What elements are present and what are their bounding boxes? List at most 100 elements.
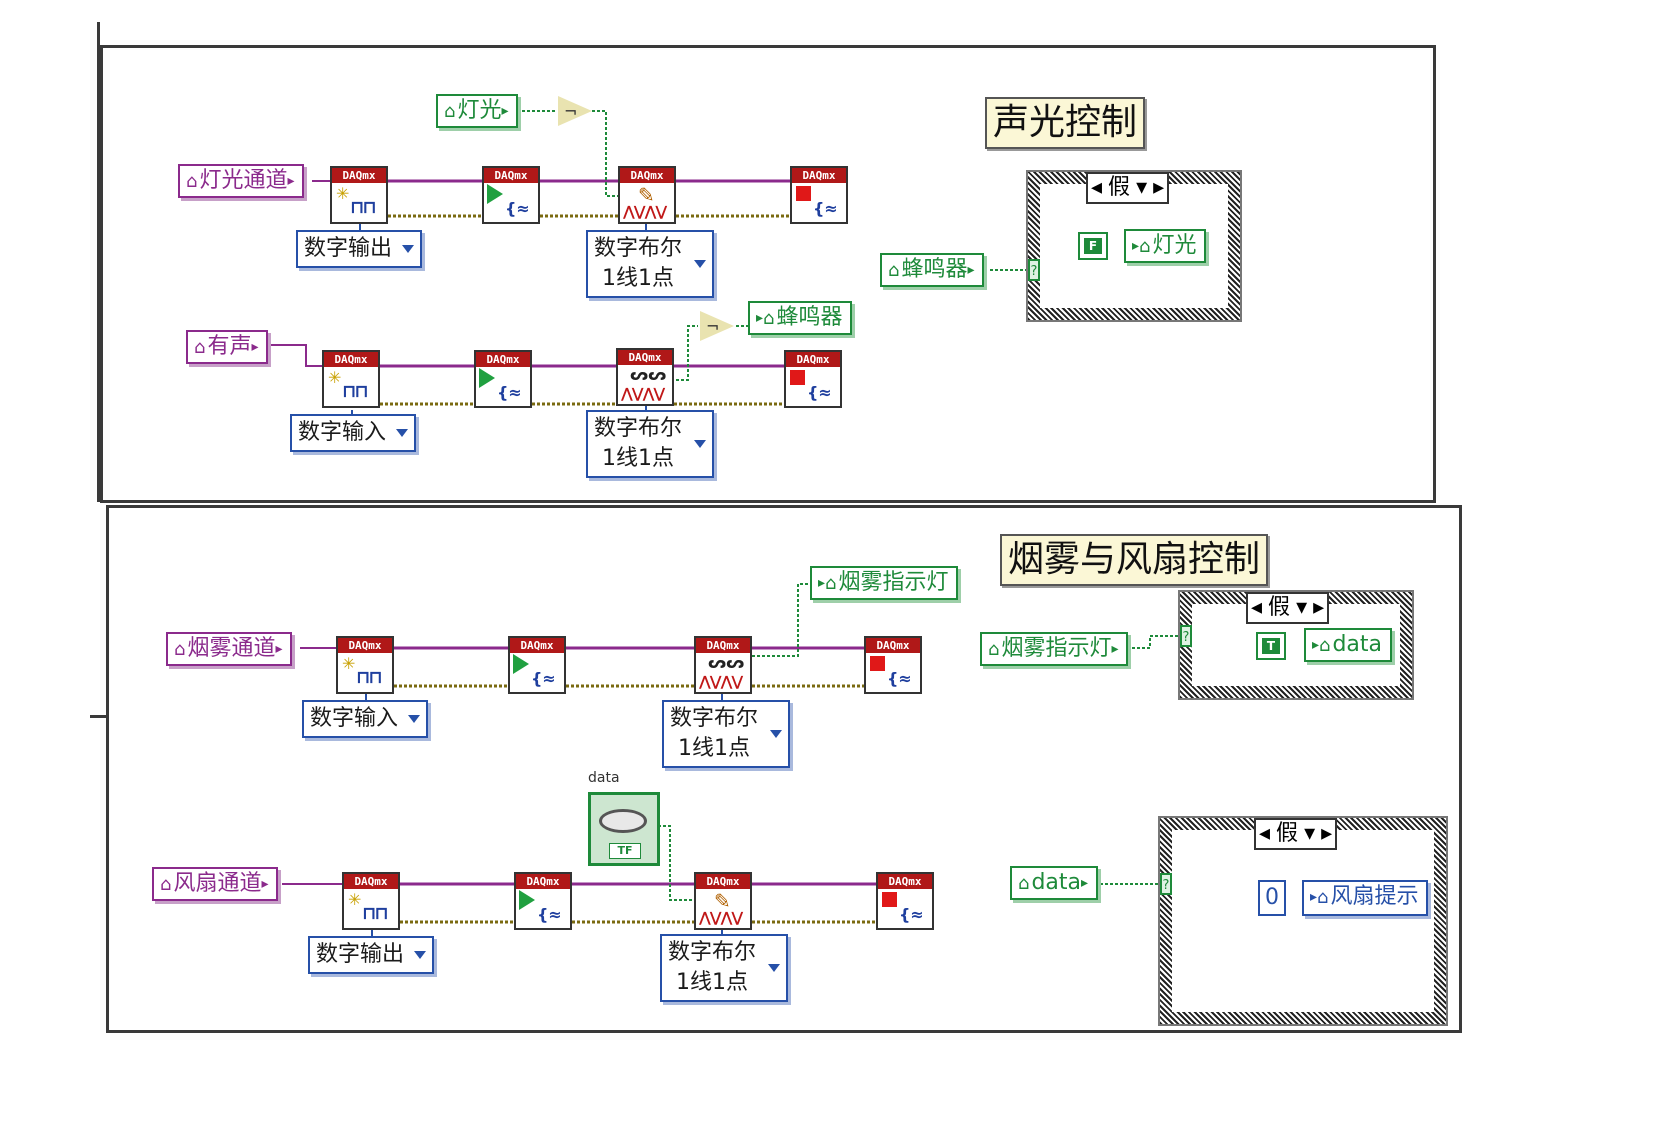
local-variable-fan-hint[interactable]: ▸⌂风扇提示 — [1302, 880, 1429, 916]
daqmx-header: DAQmx — [866, 638, 920, 653]
arrow-right-icon: ▸ — [261, 876, 269, 892]
boolean-indicator-data: TF — [588, 792, 660, 866]
case-structure-fan[interactable] — [1158, 816, 1448, 1026]
daqmx-start-task[interactable]: DAQmx {≈ — [474, 350, 532, 408]
dropdown-label-line1: 数字布尔 — [670, 706, 759, 731]
daqmx-header: DAQmx — [516, 874, 570, 889]
boolean-constant-false[interactable]: F — [1078, 232, 1108, 260]
daqmx-read[interactable]: DAQmx ᔕᔕ⋀⋁⋀⋁ — [694, 636, 752, 694]
dropdown-label: 数字输出 — [304, 236, 393, 261]
control-buzzer[interactable]: ⌂蜂鸣器▸ — [880, 253, 985, 287]
daqmx-create-channel[interactable]: DAQmx ✳⊓⊓ — [322, 350, 380, 408]
control-fan-channel[interactable]: ⌂风扇通道▸ — [152, 867, 279, 901]
control-light[interactable]: ⌂灯光▸ — [436, 94, 519, 128]
control-smoke-indicator[interactable]: ⌂烟雾指示灯▸ — [980, 632, 1129, 666]
dropdown-label-line2: 1线1点 — [676, 970, 748, 995]
control-light-channel[interactable]: ⌂灯光通道▸ — [178, 164, 305, 198]
dropdown-digital-output[interactable]: 数字输出 — [308, 936, 435, 974]
case-selector-terminal: ? — [1160, 873, 1172, 895]
arrow-right-icon: ▸ — [1132, 238, 1140, 254]
dropdown-digital-input[interactable]: 数字输入 — [290, 414, 417, 452]
house-icon: ⌂ — [444, 101, 456, 122]
control-smoke-channel[interactable]: ⌂烟雾通道▸ — [166, 632, 293, 666]
glasses-icon: ᔕᔕ — [708, 653, 745, 672]
digital-wave-icon: ⋀⋁⋀⋁ — [699, 910, 743, 926]
dropdown-label-line1: 数字布尔 — [594, 416, 683, 441]
daqmx-read[interactable]: DAQmx ᔕᔕ⋀⋁⋀⋁ — [616, 348, 674, 406]
signal-icon: {≈ — [537, 905, 562, 924]
dropdown-label-line1: 数字布尔 — [594, 236, 683, 261]
chevron-down-icon — [770, 730, 783, 738]
boolean-constant-label: T — [1262, 638, 1280, 654]
digital-wave-icon: ⊓⊓ — [356, 667, 383, 688]
control-smoke-indicator-label: 烟雾指示灯 — [1001, 636, 1112, 661]
daqmx-start-task[interactable]: DAQmx {≈ — [514, 872, 572, 930]
chevron-down-icon — [768, 964, 781, 972]
daqmx-stop-task[interactable]: DAQmx {≈ — [876, 872, 934, 930]
house-icon: ⌂ — [1018, 873, 1030, 894]
daqmx-write[interactable]: DAQmx ✎⋀⋁⋀⋁ — [694, 872, 752, 930]
daqmx-create-channel[interactable]: DAQmx ✳⊓⊓ — [330, 166, 388, 224]
daqmx-create-channel[interactable]: DAQmx ✳⊓⊓ — [336, 636, 394, 694]
dropdown-label-line1: 数字布尔 — [668, 940, 757, 965]
chevron-down-icon — [694, 260, 707, 268]
daqmx-stop-task[interactable]: DAQmx {≈ — [790, 166, 848, 224]
daqmx-header: DAQmx — [338, 638, 392, 653]
digital-wave-icon: ⊓⊓ — [342, 381, 369, 402]
case-selector-value: 假 — [1268, 595, 1291, 620]
control-data[interactable]: ⌂data▸ — [1010, 866, 1099, 900]
not-symbol-icon: ¬ — [564, 102, 578, 121]
numeric-constant[interactable]: 0 — [1258, 880, 1286, 916]
arrow-right-icon[interactable]: ▸ — [1153, 175, 1165, 200]
chevron-down-icon[interactable]: ▾ — [1296, 595, 1308, 620]
digital-wave-icon: ⊓⊓ — [350, 197, 377, 218]
arrow-right-icon: ▸ — [501, 103, 509, 119]
play-icon — [519, 890, 535, 910]
house-icon: ⌂ — [186, 171, 198, 192]
boolean-constant-true[interactable]: T — [1256, 632, 1286, 660]
arrow-right-icon[interactable]: ▸ — [1313, 595, 1325, 620]
control-light-label: 灯光 — [457, 98, 502, 123]
signal-icon: {≈ — [807, 383, 832, 402]
play-icon — [513, 654, 529, 674]
pencil-icon: ✎ — [638, 183, 655, 207]
case-selector[interactable]: ◂假▾▸ — [1254, 818, 1338, 850]
daqmx-header: DAQmx — [344, 874, 398, 889]
chevron-down-icon[interactable]: ▾ — [1304, 821, 1316, 846]
control-smoke-channel-label: 烟雾通道 — [187, 636, 276, 661]
case-selector[interactable]: ◂假▾▸ — [1246, 592, 1330, 624]
arrow-right-icon: ▸ — [1081, 875, 1089, 891]
chevron-down-icon[interactable]: ▾ — [1136, 175, 1148, 200]
local-variable-data[interactable]: ▸⌂data — [1304, 628, 1393, 662]
arrow-right-icon: ▸ — [967, 262, 975, 278]
arrow-right-icon[interactable]: ▸ — [1321, 821, 1333, 846]
dropdown-digital-input[interactable]: 数字输入 — [302, 700, 429, 738]
daqmx-stop-task[interactable]: DAQmx {≈ — [784, 350, 842, 408]
digital-wave-icon: ⊓⊓ — [362, 903, 389, 924]
panel-divider-left — [90, 715, 106, 718]
daqmx-stop-task[interactable]: DAQmx {≈ — [864, 636, 922, 694]
arrow-left-icon[interactable]: ◂ — [1259, 821, 1271, 846]
daqmx-write[interactable]: DAQmx ✎⋀⋁⋀⋁ — [618, 166, 676, 224]
indicator-smoke-light: ▸⌂烟雾指示灯 — [810, 566, 959, 600]
dropdown-bool-1line-read[interactable]: 数字布尔 1线1点 — [662, 700, 791, 768]
arrow-left-icon[interactable]: ◂ — [1251, 595, 1263, 620]
arrow-right-icon: ▸ — [1111, 641, 1119, 657]
dropdown-bool-1line-read[interactable]: 数字布尔 1线1点 — [586, 410, 715, 478]
dropdown-bool-1line-write[interactable]: 数字布尔 1线1点 — [586, 230, 715, 298]
case-selector[interactable]: ◂假▾▸ — [1086, 172, 1170, 204]
local-variable-light[interactable]: ▸⌂灯光 — [1124, 229, 1207, 263]
house-icon: ⌂ — [988, 639, 1000, 660]
control-has-sound[interactable]: ⌂有声▸ — [186, 330, 269, 364]
dropdown-label-line2: 1线1点 — [602, 446, 674, 471]
dropdown-bool-1line-write[interactable]: 数字布尔 1线1点 — [660, 934, 789, 1002]
daqmx-create-channel[interactable]: DAQmx ✳⊓⊓ — [342, 872, 400, 930]
arrow-left-icon[interactable]: ◂ — [1091, 175, 1103, 200]
dropdown-digital-output[interactable]: 数字输出 — [296, 230, 423, 268]
digital-wave-icon: ⋀⋁⋀⋁ — [699, 674, 743, 690]
daqmx-start-task[interactable]: DAQmx {≈ — [482, 166, 540, 224]
stop-icon — [796, 186, 811, 201]
daqmx-start-task[interactable]: DAQmx {≈ — [508, 636, 566, 694]
house-icon: ⌂ — [160, 874, 172, 895]
